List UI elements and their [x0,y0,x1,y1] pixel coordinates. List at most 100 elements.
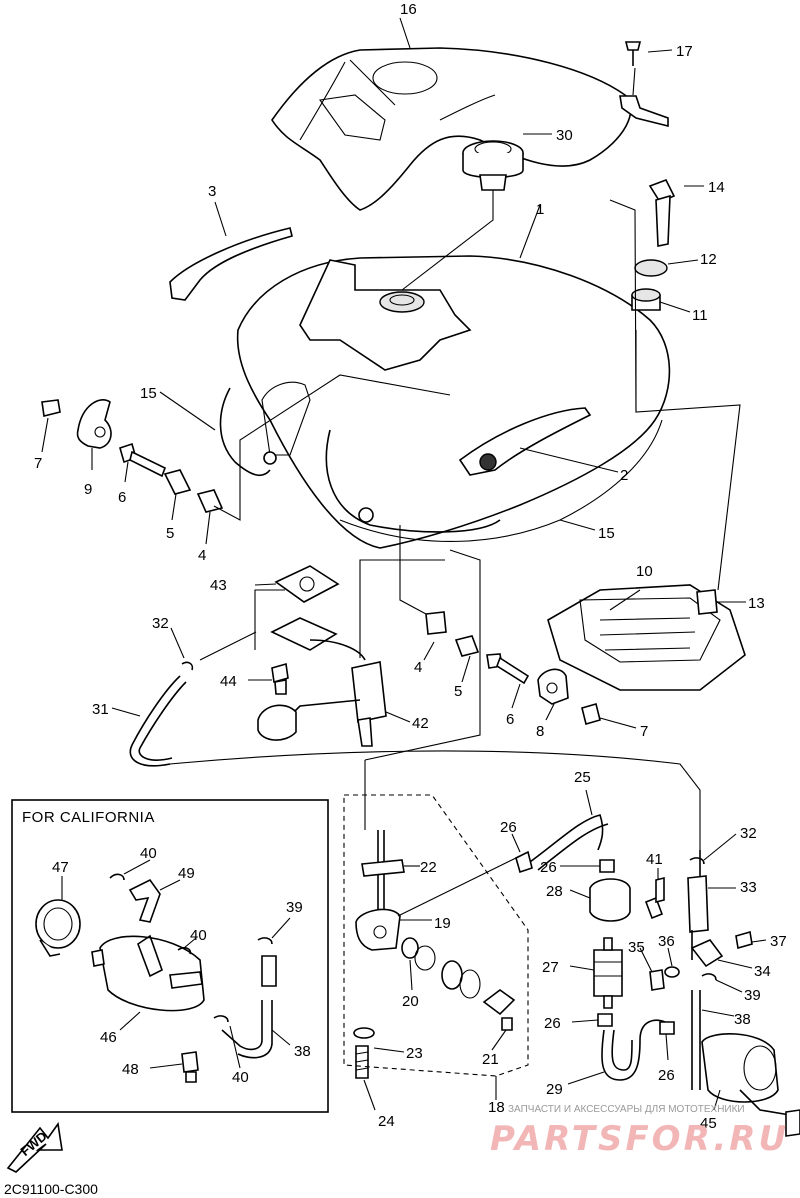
callout-33: 33 [740,879,757,896]
callout-12: 12 [700,251,717,268]
callout-9: 9 [84,481,92,498]
california-box-title: FOR CALIFORNIA [22,809,155,826]
part-6b-bolt [486,653,530,685]
part-7-grommet [41,399,61,417]
part-36-washer [664,966,680,978]
part-31-hose [129,675,187,767]
callout-10: 10 [636,563,653,580]
callout-4a: 4 [198,547,206,564]
part-4b-damper [425,611,447,635]
part-27-fuel-filter [593,937,623,1009]
part-12-washer [634,259,668,277]
callout-47: 47 [52,859,69,876]
part-9-bracket [76,399,112,449]
part-22-petcock [361,830,405,912]
callout-39a: 39 [286,899,303,916]
callout-7a: 7 [34,455,42,472]
part-42-sender-unit [257,617,387,747]
callout-31: 31 [92,701,109,718]
california-box [11,799,329,1113]
callout-19: 19 [434,915,451,932]
callout-17: 17 [676,43,693,60]
part-25-hose [529,814,609,871]
part-29-hose [601,1019,666,1081]
callout-11: 11 [692,307,708,324]
part-20-seal [401,937,481,999]
part-45-canister [701,1033,800,1137]
callout-32b: 32 [740,825,757,842]
part-30-filler-cap [462,140,524,191]
watermark-brand: PARTSFOR.RU [490,1119,789,1159]
part-3-emblem [169,227,293,301]
part-2-emblem [458,407,592,476]
callout-49: 49 [178,865,195,882]
part-34-bracket [690,939,724,968]
part-32-clip-b [689,857,705,865]
callout-38b: 38 [734,1011,751,1028]
part-17-screw [624,41,642,66]
part-28-filter-bracket [589,878,631,922]
callout-14: 14 [708,179,725,196]
leader-lines [41,17,767,1111]
part-1-fuel-tank [236,255,671,549]
part-11-damper [631,288,661,311]
part-43-gasket [274,565,340,603]
part-39-38-hose-cal [221,937,277,1059]
part-5b-collar [454,635,480,657]
callout-38a: 38 [294,1043,311,1060]
callout-26c: 26 [544,1015,561,1032]
callout-22: 22 [420,859,437,876]
callout-45: 45 [700,1115,717,1132]
callout-40c: 40 [232,1069,249,1086]
part-13-damper [696,589,718,615]
callout-3: 3 [208,183,216,200]
callout-40b: 40 [190,927,207,944]
part-26-clip-b [599,859,615,873]
part-16-tank-cover [271,47,632,211]
callout-25: 25 [574,769,591,786]
callout-4b: 4 [414,659,422,676]
part-40-clips [109,873,229,1023]
callout-46: 46 [100,1029,117,1046]
callout-24: 24 [378,1113,395,1130]
callout-48: 48 [122,1061,139,1078]
part-10-seat-panel [547,584,746,691]
callout-43: 43 [210,577,227,594]
part-41-bolt [644,876,665,920]
callout-37: 37 [770,933,787,950]
callout-32a: 32 [152,615,169,632]
part-38-hose [691,990,701,1090]
callout-26a: 26 [500,819,517,836]
part-7b-grommet [581,703,601,725]
part-21-plate [482,989,516,1031]
part-17-bracket [619,95,669,128]
callout-39b: 39 [744,987,761,1004]
callout-34: 34 [754,963,771,980]
part-6-bolt [119,442,167,478]
callout-28: 28 [546,883,563,900]
callout-2: 2 [620,467,628,484]
part-49-hose [128,878,163,978]
part-37-bolt [735,930,753,950]
part-8-bracket [537,668,569,705]
callout-44: 44 [220,673,237,690]
part-48-bolt [181,1051,199,1083]
callout-16: 16 [400,1,417,18]
part-14-bolt [648,178,676,247]
callout-1: 1 [536,201,544,218]
callout-20: 20 [402,993,419,1010]
callout-36: 36 [658,933,675,950]
callouts: 16 17 30 3 1 14 12 11 15 2 15 7 9 6 5 4 … [22,1,787,1132]
callout-6a: 6 [118,489,126,506]
part-47-canister-end [35,899,81,957]
part-39-clip [701,973,717,981]
part-26-clip-d [659,1021,675,1035]
part-32-clip [181,661,194,671]
callout-29: 29 [546,1081,563,1098]
callout-23: 23 [406,1045,423,1062]
part-26-clip-a [515,850,533,874]
part-15-hose-right [325,429,501,533]
callout-21: 21 [482,1051,499,1068]
part-5-collar [163,469,192,495]
